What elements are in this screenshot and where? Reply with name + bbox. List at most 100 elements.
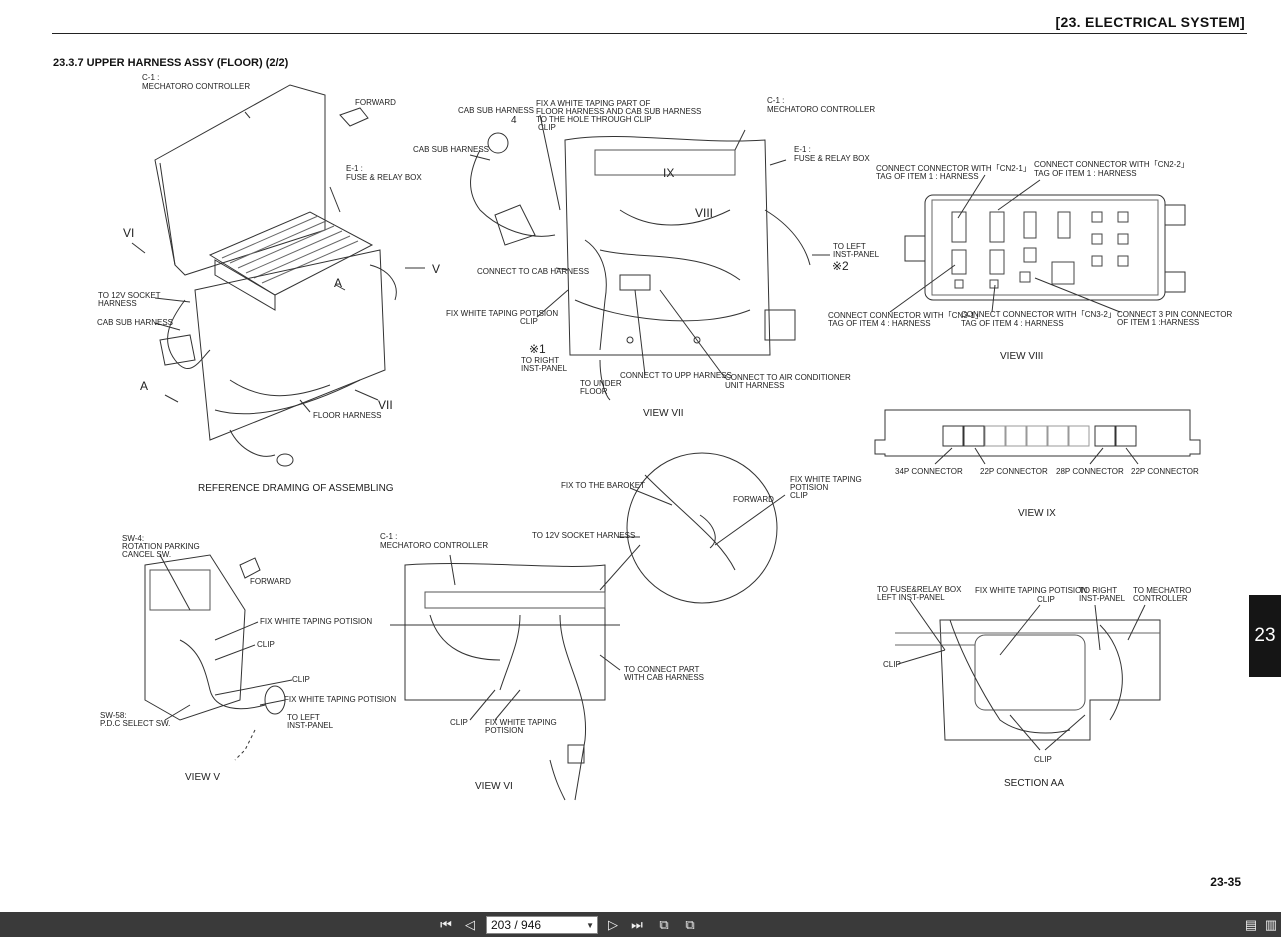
v7-viii-label: VIII [695, 206, 714, 220]
aa-clip-top-label: CLIP [1037, 595, 1055, 604]
ref-floor-harness-label: FLOOR HARNESS [313, 411, 382, 420]
v7-e1-label: E-1 : [794, 145, 811, 154]
v8-cn32-label: CONNECT CONNECTOR WITH「CN3-2」 [961, 310, 1116, 319]
v5-left-panel-label: TO LEFT [287, 713, 320, 722]
last-page-icon[interactable]: ⏭ [631, 917, 643, 932]
v8-cn21-label: CONNECT CONNECTOR WITH「CN2-1」 [876, 164, 1031, 173]
go-back-view-icon[interactable]: ⧉ [659, 917, 669, 932]
reference-drawing [132, 85, 425, 466]
v7-upp-harness-label: CONNECT TO UPP HARNESS [620, 371, 732, 380]
ref-cab-sub-label: CAB SUB HARNESS [97, 318, 174, 327]
v6-cab-harness-label-2: WITH CAB HARNESS [624, 673, 705, 682]
v7-cab-harness-label: CONNECT TO CAB HARNESS [477, 267, 590, 276]
ref-a-top-label: A [334, 276, 343, 290]
v7-under-floor-label-2: FLOOR [580, 387, 608, 396]
v6-fix-bottom-label-2: POTISION [485, 726, 524, 735]
view-ix-drawing [875, 410, 1200, 464]
v6-fix-white-label: FIX WHITE TAPING [790, 475, 862, 484]
v6-12v-label: TO 12V SOCKET HARNESS [532, 531, 636, 540]
section-aa-drawing [895, 600, 1160, 750]
page-number: 23-35 [1210, 875, 1241, 889]
caption-view-v: VIEW V [185, 772, 221, 783]
v8-cn21-tag-label: TAG OF ITEM 1 : HARNESS [876, 172, 979, 181]
header-rule [52, 33, 1247, 34]
v5-sw4-name-label-2: CANCEL SW. [122, 550, 172, 559]
go-forward-view-icon[interactable]: ⧉ [685, 917, 695, 932]
v6-baroket-label: FIX TO THE BAROKET [561, 481, 646, 490]
v7-fix-white-clip-label: CLIP [520, 317, 538, 326]
chapter-tab: 23 [1249, 595, 1281, 677]
next-page-icon[interactable]: ▷ [608, 917, 618, 932]
v9-22p-label-b: 22P CONNECTOR [1131, 467, 1199, 476]
v5-fix-white-label-2: FIX WHITE TAPING POTISION [284, 695, 397, 704]
v7-under-floor-label: TO UNDER [580, 379, 622, 388]
ref-vi-label: VI [123, 226, 135, 240]
v7-item-4-label: 4 [511, 115, 517, 126]
section-title: 23.3.7 UPPER HARNESS ASSY (FLOOR) (2/2) [53, 57, 289, 69]
v6-fix-white-label-2: POTISION [790, 483, 829, 492]
aa-fuse-label: TO FUSE&RELAY BOX [877, 585, 962, 594]
page-selector-value: 203 / 946 [491, 918, 542, 932]
view-vii-drawing [470, 115, 830, 400]
v6-fix-bottom-label: FIX WHITE TAPING [485, 718, 557, 727]
ref-e1-name-label: FUSE & RELAY BOX [346, 173, 422, 182]
v7-fix-note-3: TO THE HOLE THROUGH CLIP [536, 115, 652, 124]
caption-view-vi: VIEW VI [475, 781, 513, 792]
ref-e1-label: E-1 : [346, 164, 363, 173]
v7-left-panel-label: TO LEFT [833, 242, 866, 251]
ref-12v-label: TO 12V SOCKET [98, 291, 161, 300]
first-page-icon[interactable]: ⏮ [440, 917, 452, 932]
view-vi-drawing [390, 453, 785, 800]
v6-c1-name-label: MECHATORO CONTROLLER [380, 541, 489, 550]
v8-3pin-label: CONNECT 3 PIN CONNECTOR [1117, 310, 1233, 319]
v8-cn31-tag-label: TAG OF ITEM 4 : HARNESS [828, 319, 931, 328]
v8-3pin-item-label: OF ITEM 1 :HARNESS [1117, 318, 1200, 327]
ref-c1-name-label: MECHATORO CONTROLLER [142, 82, 251, 91]
v9-34p-label: 34P CONNECTOR [895, 467, 963, 476]
v5-sw4-label: SW-4: [122, 534, 145, 543]
v7-fix-note-clip: CLIP [538, 123, 556, 132]
v8-cn22-label: CONNECT CONNECTOR WITH「CN2-2」 [1034, 160, 1189, 169]
v5-forward-label: FORWARD [250, 577, 291, 586]
aa-fix-white-label: FIX WHITE TAPING POTISION [975, 586, 1088, 595]
v7-cab-sub-label: CAB SUB HARNESS [458, 106, 535, 115]
v7-left-panel-label-2: INST-PANEL [833, 250, 880, 259]
v5-sw58-name-label: P.D.C SELECT SW. [100, 719, 171, 728]
chapter-title: [23. ELECTRICAL SYSTEM] [1055, 14, 1245, 30]
v7-fix-note-2: FLOOR HARNESS AND CAB SUB HARNESS [536, 107, 702, 116]
previous-page-icon[interactable]: ◁ [465, 917, 475, 932]
v7-fix-white-label: FIX WHITE TAPING POTISION [446, 309, 559, 318]
caption-view-ix: VIEW IX [1018, 508, 1056, 519]
v7-e1-name-label: FUSE & RELAY BOX [794, 154, 870, 163]
aa-right-panel-label: TO RIGHT [1079, 586, 1118, 595]
ref-12v-label-2: HARNESS [98, 299, 137, 308]
v7-ix-label: IX [663, 166, 675, 180]
v5-clip-label-2: CLIP [292, 675, 310, 684]
aa-mechatro-label-2: CONTROLLER [1133, 594, 1188, 603]
view-viii-drawing [890, 175, 1185, 312]
ref-forward-label: FORWARD [355, 98, 396, 107]
ref-a-bottom-label: A [140, 379, 149, 393]
v6-c1-label: C-1 : [380, 532, 398, 541]
v7-note-2-label: ※2 [832, 259, 849, 273]
continuous-view-icon[interactable]: ▥ [1264, 917, 1278, 932]
v6-cab-harness-label: TO CONNECT PART [624, 665, 700, 674]
aa-fuse-label-2: LEFT INST-PANEL [877, 593, 945, 602]
v8-cn32-tag-label: TAG OF ITEM 4 : HARNESS [961, 319, 1064, 328]
v7-fix-note-1: FIX A WHITE TAPING PART OF [536, 99, 651, 108]
caption-view-vii: VIEW VII [643, 408, 684, 419]
ref-c1-label: C-1 : [142, 73, 160, 82]
v7-right-panel-label-2: INST-PANEL [521, 364, 568, 373]
v6-fix-white-clip-label: CLIP [790, 491, 808, 500]
v5-fix-white-label: FIX WHITE TAPING POTISION [260, 617, 373, 626]
aa-clip-left-label: CLIP [883, 660, 901, 669]
v6-forward-label: FORWARD [733, 495, 774, 504]
single-page-view-icon[interactable]: ▤ [1244, 917, 1258, 932]
v9-28p-label: 28P CONNECTOR [1056, 467, 1124, 476]
v5-sw58-label: SW-58: [100, 711, 127, 720]
v7-right-panel-label: TO RIGHT [521, 356, 560, 365]
page-selector[interactable]: 203 / 946 ▼ [486, 916, 598, 934]
v5-clip-label-1: CLIP [257, 640, 275, 649]
v7-ac-harness-label: CONNECT TO AIR CONDITIONER [725, 373, 851, 382]
